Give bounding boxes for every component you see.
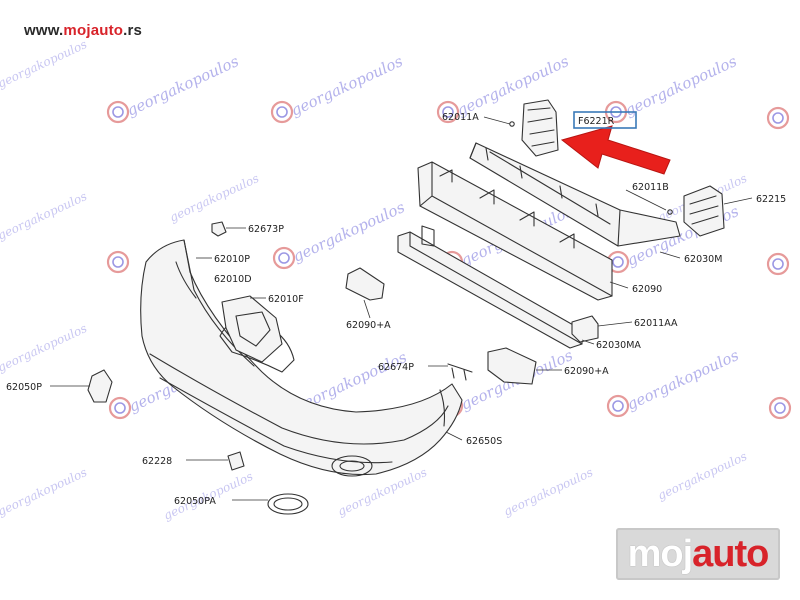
watermark-logo-icon bbox=[766, 252, 790, 276]
watermark-fragment: georgakopoulos bbox=[0, 321, 89, 375]
watermark-5 bbox=[766, 106, 790, 130]
callout-F6221R[interactable]: F6221R bbox=[578, 116, 615, 127]
site-url-suffix: .rs bbox=[123, 22, 143, 39]
site-url[interactable]: www.mojauto.rs bbox=[24, 22, 142, 39]
lower-beam-62030MA[interactable] bbox=[397, 225, 583, 349]
watermark-logo-icon bbox=[768, 396, 792, 420]
callout-62011AA[interactable]: 62011AA bbox=[634, 318, 678, 329]
callout-62030MA[interactable]: 62030MA bbox=[596, 340, 641, 351]
watermark-fragment: georgakopoulos bbox=[655, 449, 749, 503]
leader-lines bbox=[50, 116, 753, 501]
callout-62215[interactable]: 62215 bbox=[756, 194, 786, 205]
watermark-text: georgakopoulos bbox=[124, 52, 242, 120]
energy-absorber-62090[interactable] bbox=[417, 161, 613, 301]
watermark-logo-icon bbox=[436, 100, 460, 124]
watermark-1: georgakopoulos bbox=[106, 52, 242, 124]
watermark-fragment: georgakopoulos bbox=[0, 465, 89, 519]
site-url-accent: mojauto bbox=[63, 22, 124, 39]
watermark-logo-icon bbox=[272, 246, 296, 270]
bracket-62215[interactable] bbox=[667, 185, 725, 237]
tow-hook-cover-62228[interactable] bbox=[227, 451, 245, 471]
foam-block-62090A-right[interactable] bbox=[487, 347, 537, 385]
watermark-6 bbox=[106, 250, 130, 274]
watermark-14: georgakopoulos bbox=[606, 346, 742, 418]
watermark-text: georgakopoulos bbox=[290, 198, 408, 266]
callout-62011B[interactable]: 62011B bbox=[632, 182, 669, 193]
watermark-7: georgakopoulos bbox=[272, 198, 408, 270]
callout-62050P[interactable]: 62050P bbox=[6, 382, 42, 393]
reinforcement-beam-62030M[interactable] bbox=[469, 142, 681, 247]
watermark-fragment: georgakopoulos bbox=[0, 37, 89, 91]
callout-62090A-2[interactable]: 62090+A bbox=[564, 366, 609, 377]
brand-logo-part1: moj bbox=[627, 533, 694, 575]
watermark-fragment: georgakopoulos bbox=[501, 465, 595, 519]
center-bracket-62010F[interactable] bbox=[221, 295, 283, 363]
site-url-prefix: www. bbox=[24, 22, 64, 39]
brand-logo-part2: auto bbox=[692, 533, 769, 575]
watermark-text: georgakopoulos bbox=[288, 52, 406, 120]
watermark-logo-icon bbox=[270, 100, 294, 124]
callout-62011A[interactable]: 62011A bbox=[442, 112, 479, 123]
watermark-fragment: georgakopoulos bbox=[167, 171, 261, 225]
fog-lamp-cover-62050P[interactable] bbox=[87, 369, 113, 403]
watermark-10 bbox=[766, 252, 790, 276]
highlight-arrow-icon bbox=[560, 125, 671, 175]
foam-block-62090A-left[interactable] bbox=[345, 267, 385, 301]
watermark-2: georgakopoulos bbox=[270, 52, 406, 124]
watermark-logo-icon bbox=[766, 106, 790, 130]
watermark-logo-icon bbox=[606, 394, 630, 418]
clip-62674P[interactable] bbox=[447, 363, 473, 381]
bumper-fascia-62650S[interactable] bbox=[140, 239, 463, 477]
callout-labels: 62011A F6221R 62011B 62215 62673P 62010P… bbox=[6, 112, 786, 507]
watermark-text: georgakopoulos bbox=[624, 346, 742, 414]
callout-62228[interactable]: 62228 bbox=[142, 456, 172, 467]
brand-logo: mojauto bbox=[616, 528, 780, 580]
callout-62010D[interactable]: 62010D bbox=[214, 274, 252, 285]
callout-62050PA[interactable]: 62050PA bbox=[174, 496, 216, 507]
highlight-callout-box bbox=[573, 111, 637, 129]
clip-62673P[interactable] bbox=[211, 221, 227, 237]
callout-62030M[interactable]: 62030M bbox=[684, 254, 722, 265]
bracket-62011AA[interactable] bbox=[571, 315, 599, 343]
watermark-15 bbox=[768, 396, 792, 420]
callout-62674P[interactable]: 62674P bbox=[378, 362, 414, 373]
bracket-62011A[interactable] bbox=[509, 99, 559, 157]
watermark-text: georgakopoulos bbox=[622, 52, 740, 120]
callout-62090A[interactable]: 62090+A bbox=[346, 320, 391, 331]
callout-62010P[interactable]: 62010P bbox=[214, 254, 250, 265]
watermark-logo-icon bbox=[106, 100, 130, 124]
callout-62010F[interactable]: 62010F bbox=[268, 294, 304, 305]
callout-62090[interactable]: 62090 bbox=[632, 284, 662, 295]
watermark-fragment: georgakopoulos bbox=[0, 189, 89, 243]
callout-62650S[interactable]: 62650S bbox=[466, 436, 502, 447]
watermark-logo-icon bbox=[106, 250, 130, 274]
fog-lamp-ring-62050PA[interactable] bbox=[267, 493, 309, 515]
watermark-logo-icon bbox=[108, 396, 132, 420]
callout-62673P[interactable]: 62673P bbox=[248, 224, 284, 235]
